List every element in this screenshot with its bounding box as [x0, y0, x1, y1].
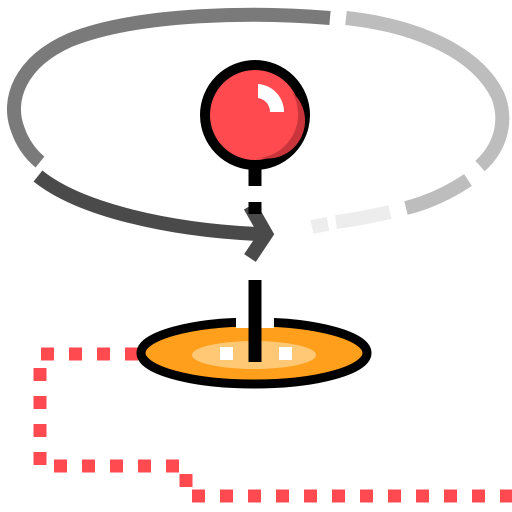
base-spark-right — [279, 347, 292, 360]
arrow-head-icon — [243, 202, 275, 262]
orbit-arc-bottom-mid — [335, 205, 392, 229]
orbit-arc-top-left — [7, 7, 331, 168]
base-spark-left — [220, 347, 233, 360]
orbit-ring — [7, 7, 510, 241]
pin-head-fill — [200, 60, 310, 170]
pin-highlight-icon — [258, 84, 285, 112]
dotted-route — [33, 347, 512, 503]
orbit-arc-top-right — [345, 11, 510, 172]
pin-head — [200, 60, 310, 170]
pin-head-shadow — [260, 92, 306, 159]
orbit-arc-bottom-left — [33, 170, 259, 241]
route-segment-top — [33, 347, 512, 503]
orbit-arc-bottom-faint — [310, 217, 330, 234]
orbit-arc-bottom-right — [404, 174, 472, 215]
